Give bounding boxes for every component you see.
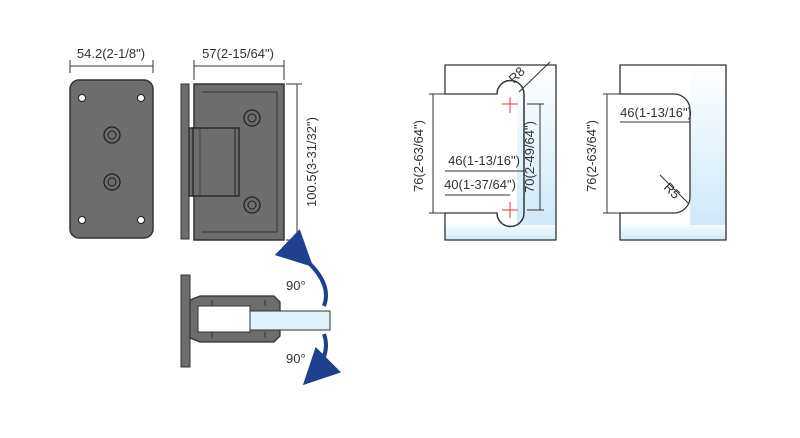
hinge-front-view: 54.2(2-1/8") [69, 46, 154, 239]
r5-leader [659, 174, 689, 204]
hinge-knuckle [192, 127, 240, 197]
glass-cutout-rounded: 76(2-63/64") 46(1-13/16") R5 [584, 64, 727, 241]
side-width-label: 57(2-15/64") [202, 46, 274, 61]
glass-bolt-bottom [243, 196, 261, 214]
top-hinge-slot [197, 305, 251, 333]
hinge-side-view: 57(2-15/64") 100.5(3-31/32") [180, 46, 319, 241]
top-wall-plate [180, 274, 191, 368]
side-height-label: 100.5(3-31/32") [304, 117, 319, 207]
screw-hole-top-left [78, 94, 86, 102]
glass-panel-top-view [249, 310, 331, 331]
glass-outline-2 [619, 64, 727, 241]
front-plate [69, 79, 154, 239]
upper-angle-label: 90° [286, 278, 306, 293]
rotation-arrow-up [274, 229, 328, 307]
cutout2-height-label: 76(2-63/64") [584, 120, 599, 192]
cutout1-outer-width-label: 46(1-13/16") [448, 153, 520, 168]
cutout1-inner-height-label: 70(2-49/64") [522, 121, 537, 193]
center-bolt-bottom [103, 173, 121, 191]
rotation-arrow-down [302, 333, 342, 386]
cutout2-width-label: 46(1-13/16") [620, 105, 692, 120]
r5-label: R5 [661, 180, 683, 202]
screw-hole-bottom-left [78, 216, 86, 224]
r8-leader [518, 61, 551, 93]
glass-cutout-notched: R8 76(2-63/64") 70(2-49/64") 46(1-13/16"… [411, 61, 557, 241]
glass-bolt-top [243, 109, 261, 127]
cutout1-inner-width-label: 40(1-37/64") [444, 177, 516, 192]
center-bolt-top [103, 126, 121, 144]
front-width-label: 54.2(2-1/8") [77, 46, 145, 61]
wall-plate-edge [180, 83, 190, 240]
screw-hole-top-right [137, 94, 145, 102]
lower-angle-label: 90° [286, 351, 306, 366]
hinge-top-view: 90° 90° [180, 229, 342, 386]
screw-hole-bottom-right [137, 216, 145, 224]
cutout1-height-label: 76(2-63/64") [411, 120, 426, 192]
